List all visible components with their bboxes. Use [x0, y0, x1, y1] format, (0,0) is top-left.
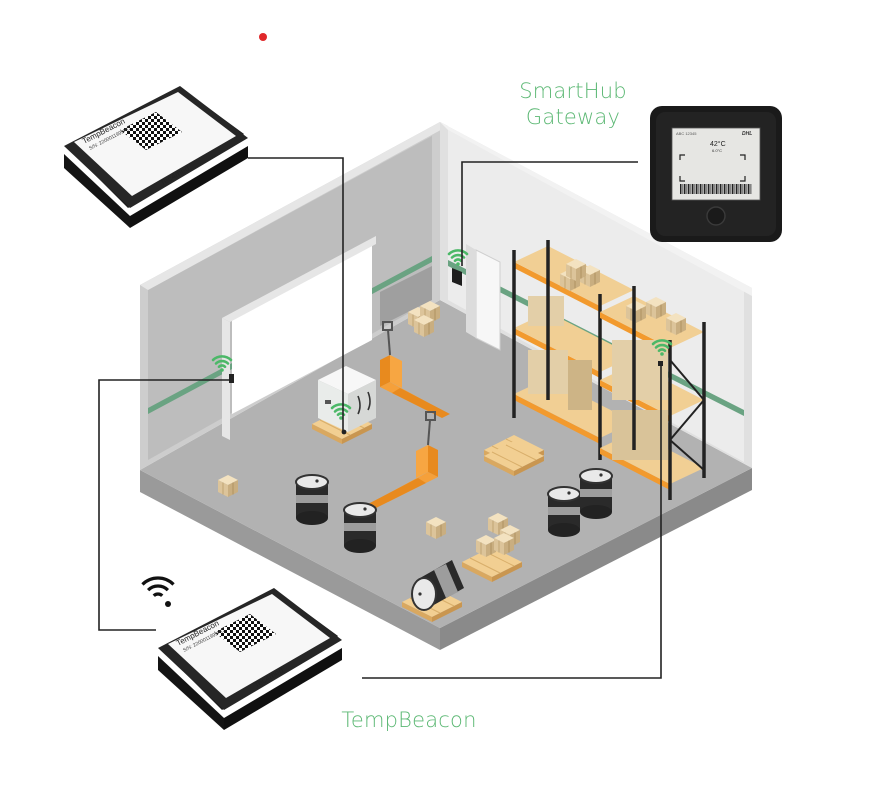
connector-rack-beacon-to-label [362, 366, 662, 679]
smarthub-gateway-device: ABC 12345 DHL 42°C 6.0°C [650, 106, 782, 242]
beacon-door-unit [211, 355, 234, 383]
connector-top-beacon-to-pallet [248, 157, 344, 432]
tempbeacon-device-top: TempBeacon S/N: 2200011999PC Tec4med [64, 86, 248, 228]
screen-temperature-text: 42°C [710, 140, 726, 148]
screen-brand-text: DHL [742, 131, 752, 137]
tempbeacon-label: TempBeacon [341, 708, 477, 732]
gateway-label-line2: Gateway [525, 105, 621, 129]
barrel [295, 474, 329, 526]
signal-broadcast-icon [141, 576, 175, 598]
barrel [343, 502, 377, 554]
screen-header-text: ABC 12345 [676, 131, 697, 136]
connector-door-beacon-to-bottom-beacon [98, 379, 229, 631]
tempbeacon-device-bottom: TempBeacon S/N: 2200011999PC Tec4med [158, 588, 342, 730]
warehouse-illustration [140, 122, 752, 650]
thermobox-pallet [311, 366, 376, 445]
storage-racks [512, 240, 706, 500]
connector-lines [98, 157, 662, 679]
gateway-label-line1: SmartHub [519, 79, 627, 103]
barrel-lying [411, 560, 464, 611]
screen-temperature-secondary: 6.0°C [712, 148, 722, 153]
barrel [547, 486, 581, 538]
gateway-wall-unit [447, 249, 469, 286]
smarthub-gateway-label: SmartHub Gateway [506, 78, 640, 130]
connector-gateway-to-wall-unit [461, 161, 638, 266]
red-dot-marker [259, 33, 267, 41]
signal-dot [165, 601, 171, 607]
barrel [579, 468, 613, 520]
